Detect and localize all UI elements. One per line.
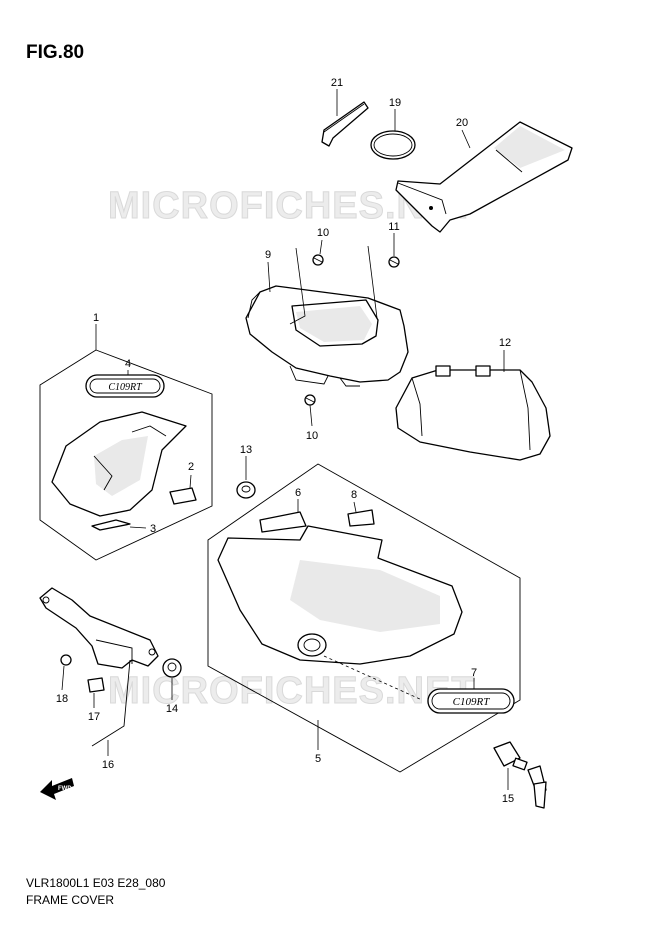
frame-cover-left [51,411,187,517]
callout-20: 20 [456,117,468,129]
screw-10-upper [312,239,324,266]
callout-3: 3 [150,523,156,535]
lock-cylinder [493,741,547,809]
callout-19: 19 [389,97,401,109]
tool-bag [395,121,573,233]
callout-2: 2 [188,461,194,473]
callout-17: 17 [88,711,100,723]
cover-holder [245,245,409,387]
bracket [39,587,159,691]
storage-case [395,350,551,461]
grommet-13 [236,456,256,499]
screw-11 [388,233,400,268]
callout-7: 7 [471,667,477,679]
o-ring [370,109,416,160]
grommet-14 [162,658,182,700]
hex-wrench [321,89,369,147]
pad-8 [347,501,375,527]
callout-5: 5 [315,753,321,765]
kit-1-outline [39,324,213,561]
plate-17 [87,677,105,708]
callout-10-lower: 10 [306,430,318,442]
callout-21: 21 [331,77,343,89]
pad-2 [169,474,197,505]
model-code: VLR1800L1 E03 E28_080 [26,876,166,890]
callout-1: 1 [93,312,99,324]
forward-arrow-icon: FWD [40,778,74,800]
figure-title: FIG.80 [26,42,85,63]
callout-16: 16 [102,759,114,771]
callout-12: 12 [499,337,511,349]
callout-13: 13 [240,444,252,456]
callout-6: 6 [295,487,301,499]
callout-18: 18 [56,693,68,705]
emblem-left-text: C109RT [108,382,143,393]
callout-9: 9 [265,249,271,261]
frame-cover-right [217,525,463,665]
emblem-right: C109RT [323,655,515,714]
pad-6 [259,499,307,533]
emblem-right-text: C109RT [453,696,491,708]
kit-16-outline [91,659,131,756]
strip-3 [91,519,147,531]
callout-11: 11 [388,221,399,233]
callout-14: 14 [166,703,178,715]
kit-5-outline [207,463,521,773]
forward-arrow-label: FWD [58,786,72,792]
callout-8: 8 [351,489,357,501]
callout-4: 4 [125,358,131,370]
callout-10-upper: 10 [317,227,329,239]
watermark-bottom: MICROFICHES.NET [108,670,476,712]
section-name: FRAME COVER [26,893,115,907]
screw-10-lower [304,394,316,427]
emblem-left: C109RT [85,370,165,398]
callout-15: 15 [502,793,514,805]
